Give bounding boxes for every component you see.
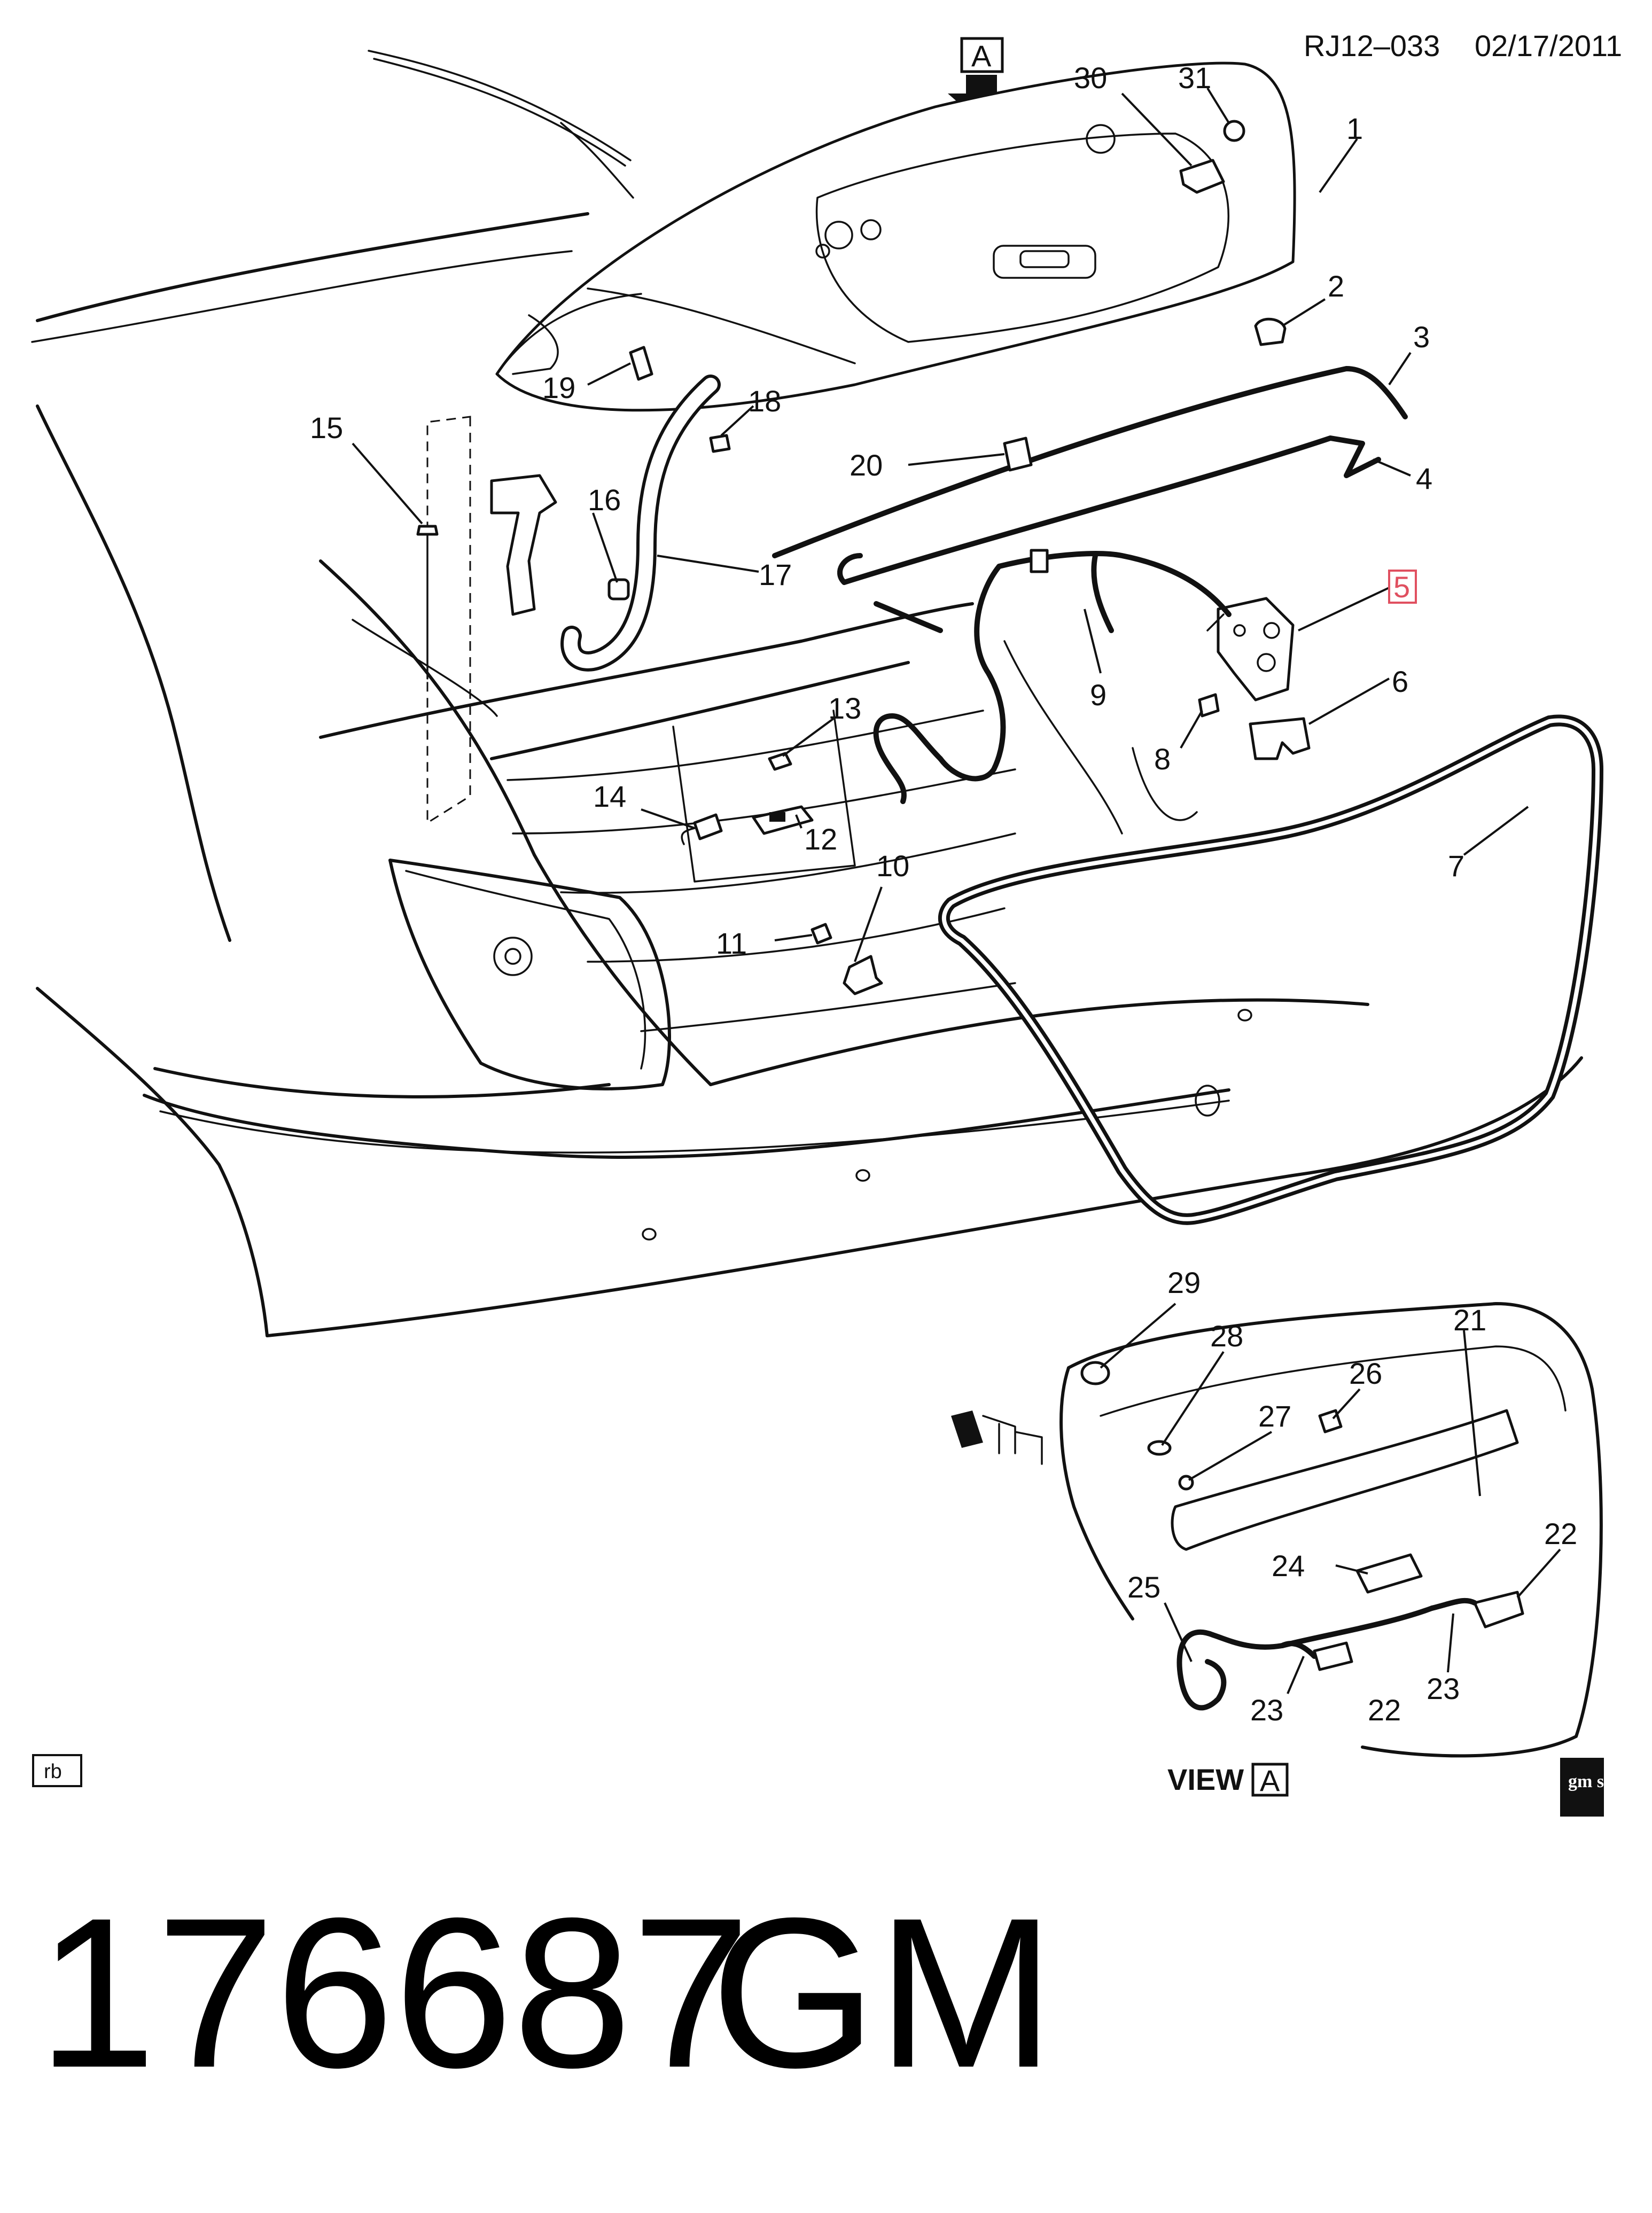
diagram-date: 02/17/2011: [1475, 29, 1622, 63]
view-label-text: VIEW: [1167, 1763, 1244, 1796]
view-orientation-icon: [951, 1411, 983, 1448]
wiring-harness-part-9: [873, 549, 1232, 804]
callout-4: 4: [1416, 462, 1432, 495]
callout-20: 20: [850, 448, 883, 482]
bolt-part-15: [416, 525, 439, 536]
callout-31: 31: [1178, 61, 1211, 95]
callout-7: 7: [1448, 849, 1464, 883]
callout-26: 26: [1349, 1357, 1382, 1390]
view-a-letter-top: A: [971, 39, 992, 73]
rod-part-4: [837, 435, 1381, 633]
view-label-letter: A: [1260, 1764, 1280, 1797]
rb-tag: rb: [32, 1754, 82, 1787]
callout-25: 25: [1127, 1570, 1160, 1604]
callout-27: 27: [1258, 1399, 1291, 1433]
parts-diagram: RJ12–033 02/17/2011 A: [31, 29, 1623, 1817]
callout-21: 21: [1453, 1303, 1486, 1337]
hinge-part-16: [490, 474, 557, 616]
callout-22-a: 22: [1544, 1517, 1577, 1550]
callout-13: 13: [828, 691, 861, 725]
callout-28: 28: [1210, 1319, 1243, 1353]
bracket-part-30: [1179, 159, 1225, 194]
bolt-part-8: [1198, 693, 1220, 718]
leader-lines: [352, 87, 1561, 1694]
bumper-part-10: [843, 955, 883, 995]
bolt-part-18: [709, 434, 731, 453]
connector-part-14: [693, 813, 723, 840]
striker-part-6: [1249, 717, 1311, 760]
latch-part-5: [1206, 597, 1295, 702]
callout-2: 2: [1328, 269, 1344, 303]
decklid: [495, 61, 1296, 412]
lamp-part-22b: [1313, 1641, 1353, 1671]
callout-3: 3: [1413, 320, 1430, 354]
diagram-code: RJ12–033: [1304, 29, 1440, 63]
callout-8: 8: [1154, 742, 1171, 776]
callout-22-b: 22: [1368, 1693, 1401, 1727]
bolt-part-11: [811, 923, 832, 945]
callout-18: 18: [748, 384, 781, 418]
switch-part-24: [1355, 1553, 1423, 1594]
callout-15: 15: [310, 411, 343, 445]
lamp-part-22a: [1473, 1591, 1524, 1628]
vehicle-body: [31, 50, 1583, 1337]
view-a-label: VIEW A: [1167, 1763, 1289, 1797]
callout-23-b: 23: [1250, 1693, 1283, 1727]
callout-23-a: 23: [1427, 1672, 1460, 1705]
callout-17: 17: [759, 558, 792, 591]
bumper-part-19: [629, 346, 653, 381]
callout-6: 6: [1392, 665, 1408, 698]
screw-part-31: [1223, 120, 1245, 142]
callout-30: 30: [1074, 61, 1107, 95]
callout-11: 11: [716, 926, 747, 960]
callout-9: 9: [1090, 678, 1106, 712]
washer-part-28: [1147, 1440, 1172, 1456]
callout-16: 16: [588, 483, 621, 517]
gm-spo-badge: gm spo: [1560, 1758, 1623, 1817]
bumper-part-2: [1254, 317, 1287, 346]
taillamp: [388, 859, 671, 1090]
callouts: 1 2 3 4 5 6 7 8 9 10 11 12 13 14 15 16 1…: [310, 61, 1577, 1727]
rb-tag-text: rb: [44, 1760, 62, 1783]
view-a-inset: [951, 1302, 1603, 1758]
callout-5: 5: [1393, 570, 1410, 604]
callout-19: 19: [542, 371, 575, 404]
callout-24: 24: [1272, 1549, 1305, 1583]
clip-part-20: [1003, 437, 1033, 472]
callout-29: 29: [1167, 1266, 1201, 1299]
applique-part-21: [1171, 1409, 1519, 1551]
callout-1: 1: [1346, 112, 1363, 145]
callout-12: 12: [804, 822, 837, 856]
callout-14: 14: [593, 780, 626, 813]
small-parts: [416, 120, 1245, 995]
badge-text: gm spo: [1568, 1772, 1623, 1791]
callout-10: 10: [876, 849, 909, 883]
weatherstrip-part-7: [938, 714, 1604, 1225]
callout-5-highlight: [1388, 570, 1417, 604]
footer-part-number: 176687: [37, 1873, 751, 2112]
nut-part-13: [768, 752, 792, 771]
footer-brand: GM: [711, 1873, 1055, 2112]
